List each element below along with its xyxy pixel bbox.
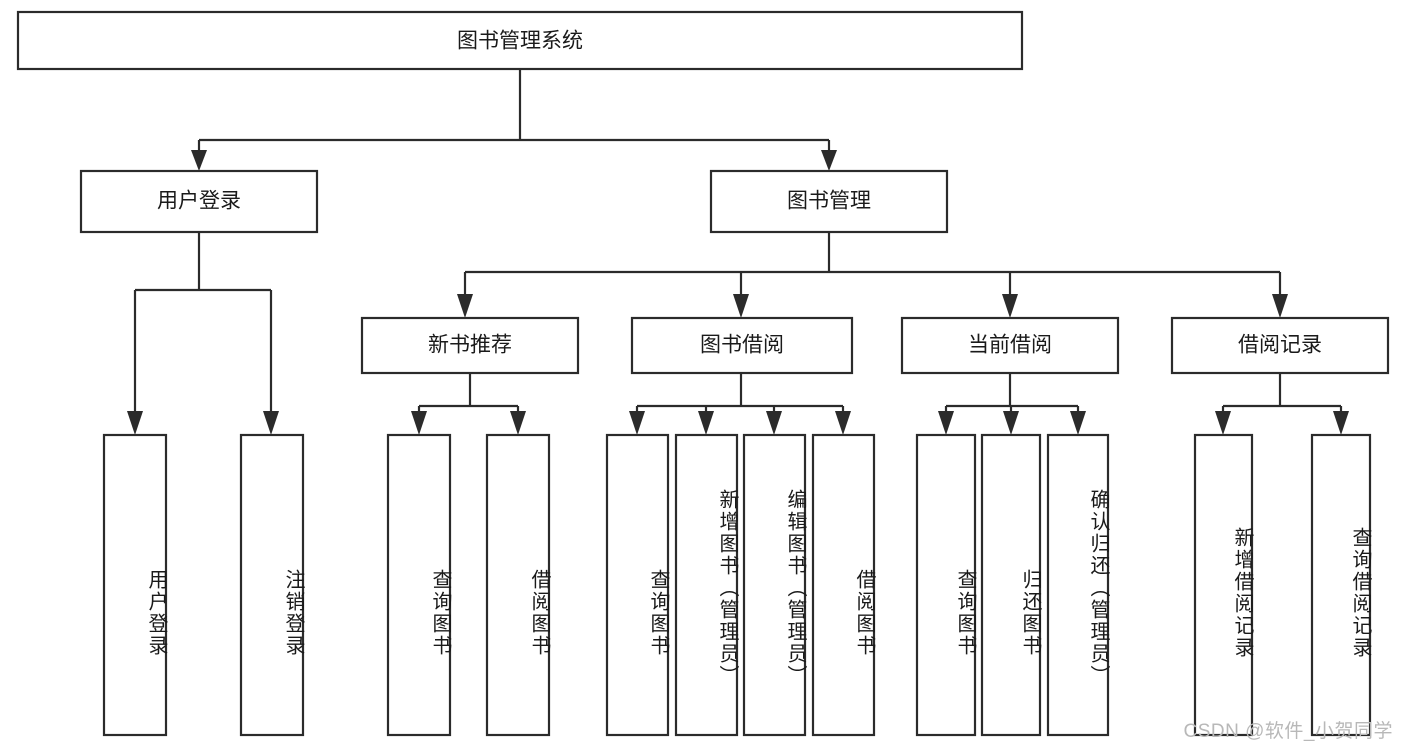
leaf-box-confirm-return-admin[interactable]	[1046, 433, 1110, 737]
leaf-box-edit-book-admin[interactable]	[742, 433, 807, 737]
node-box-current-borrow[interactable]	[900, 316, 1120, 375]
leaf-box-add-book-admin[interactable]	[674, 433, 739, 737]
arrow-head-icon	[938, 411, 954, 435]
arrow-head-icon	[411, 411, 427, 435]
arrow-head-icon	[821, 150, 837, 171]
node-label-book-borrow: 图书借阅	[700, 334, 784, 357]
leaf-box-logout[interactable]	[239, 433, 305, 737]
node-current-borrow[interactable]: 当前借阅	[900, 316, 1120, 375]
arrow-head-icon	[1003, 411, 1019, 435]
leaf-box-borrow-book-new[interactable]	[485, 433, 551, 737]
node-new-book-recommend[interactable]: 新书推荐	[360, 316, 580, 375]
connector-group-root	[191, 69, 837, 171]
node-box-root[interactable]	[16, 10, 1024, 71]
node-box-book-borrow[interactable]	[630, 316, 854, 375]
csdn-watermark: CSDN @软件_小贺同学	[1183, 721, 1393, 742]
node-box-book-management[interactable]	[709, 169, 949, 234]
arrow-head-icon	[1002, 294, 1018, 318]
node-book-management[interactable]: 图书管理	[709, 169, 949, 234]
arrow-head-icon	[127, 411, 143, 435]
leaf-box-query-book-current[interactable]	[915, 433, 977, 737]
connector-group-book-mgmt	[457, 232, 1288, 318]
connector-group-new-book	[411, 373, 526, 435]
connector-group-current-borrow	[938, 373, 1086, 435]
node-user-login[interactable]: 用户登录	[79, 169, 319, 234]
leaf-box-borrow-book[interactable]	[811, 433, 876, 737]
node-box-user-login[interactable]	[79, 169, 319, 234]
arrow-head-icon	[766, 411, 782, 435]
connector-group-borrow	[629, 373, 851, 435]
leaf-box-query-book-borrow[interactable]	[605, 433, 670, 737]
leaf-box-query-book-new[interactable]	[386, 433, 452, 737]
leaf-box-return-book[interactable]	[980, 433, 1042, 737]
arrow-head-icon	[457, 294, 473, 318]
arrow-head-icon	[263, 411, 279, 435]
arrow-head-icon	[1272, 294, 1288, 318]
arrow-head-icon	[733, 294, 749, 318]
arrow-head-icon	[1070, 411, 1086, 435]
node-label-user-login: 用户登录	[157, 190, 241, 213]
connector-group-user-login	[127, 232, 279, 435]
arrow-head-icon	[835, 411, 851, 435]
leaf-box-user-login[interactable]	[102, 433, 168, 737]
node-label-new-book-recommend: 新书推荐	[428, 334, 512, 357]
arrow-head-icon	[191, 150, 207, 171]
arrow-head-icon	[1333, 411, 1349, 435]
node-label-current-borrow: 当前借阅	[968, 334, 1052, 357]
node-box-new-book-recommend[interactable]	[360, 316, 580, 375]
node-label-book-management: 图书管理	[787, 190, 871, 213]
node-borrow-record[interactable]: 借阅记录	[1170, 316, 1390, 375]
arrow-head-icon	[698, 411, 714, 435]
node-label-borrow-record: 借阅记录	[1238, 334, 1322, 357]
connector-group-borrow-record	[1215, 373, 1349, 435]
arrow-head-icon	[510, 411, 526, 435]
node-box-borrow-record[interactable]	[1170, 316, 1390, 375]
leaf-node-group	[102, 433, 1372, 737]
node-book-borrow[interactable]: 图书借阅	[630, 316, 854, 375]
node-root[interactable]: 图书管理系统	[16, 10, 1024, 71]
arrow-head-icon	[1215, 411, 1231, 435]
leaf-box-add-borrow-record[interactable]	[1193, 433, 1254, 737]
node-label-root: 图书管理系统	[457, 30, 583, 53]
arrow-head-icon	[629, 411, 645, 435]
leaf-box-query-borrow-record[interactable]	[1310, 433, 1372, 737]
